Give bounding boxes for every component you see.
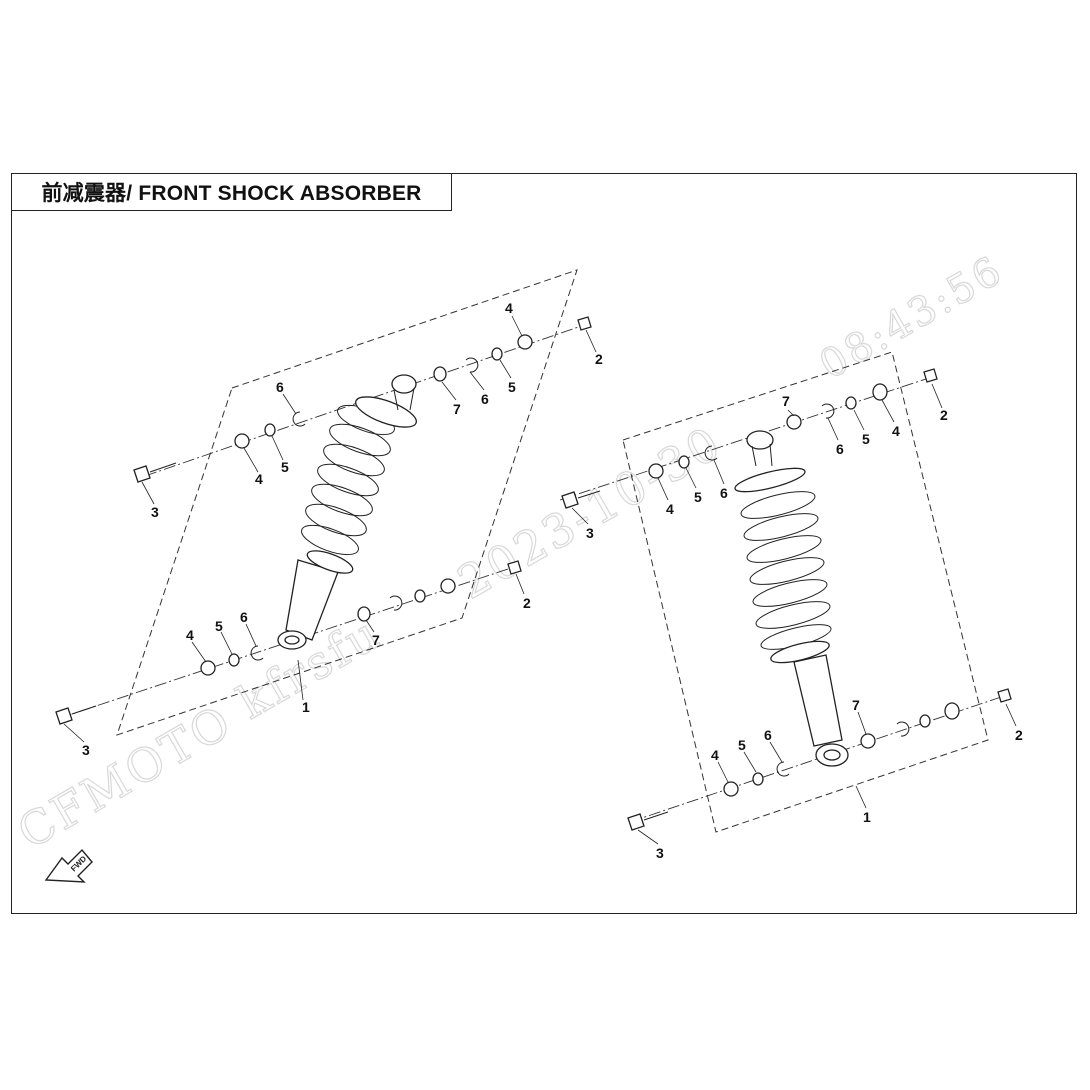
callout-right-5b: 5 (862, 431, 870, 447)
callout-left-2a: 2 (595, 351, 603, 367)
callout-left-6b: 6 (481, 391, 489, 407)
hardware-bottom-right (627, 688, 1012, 831)
callout-right-4a: 4 (666, 501, 674, 517)
drawing-frame (11, 173, 1077, 914)
shock-absorber-right (734, 430, 849, 767)
callout-left-3b: 3 (82, 742, 90, 758)
callout-right-1: 1 (863, 809, 871, 825)
watermark-brand: CFMOTO (9, 694, 242, 860)
callouts-right: 1 2 2 3 3 4 4 4 5 5 5 6 6 6 7 7 (571, 383, 1023, 861)
callout-right-4b: 4 (892, 423, 900, 439)
assembly-boundary-right (622, 351, 989, 833)
callout-right-6a: 6 (720, 485, 728, 501)
callouts-left: 1 2 2 3 3 4 4 4 5 5 5 6 6 6 7 7 (63, 300, 603, 758)
callout-right-6c: 6 (764, 727, 772, 743)
callout-right-2a: 2 (940, 407, 948, 423)
shock-absorber-left (277, 374, 417, 650)
callout-left-4c: 4 (186, 627, 194, 643)
callout-left-7b: 7 (372, 632, 380, 648)
callout-right-5a: 5 (694, 489, 702, 505)
watermark-time: 08:43:56 (812, 247, 1011, 389)
callout-left-1: 1 (302, 699, 310, 715)
callout-right-5c: 5 (738, 737, 746, 753)
callout-left-5b: 5 (508, 379, 516, 395)
callout-right-2b: 2 (1015, 727, 1023, 743)
bolt-head-icon (133, 465, 151, 483)
callout-right-7a: 7 (782, 393, 790, 409)
callout-left-4b: 4 (505, 300, 513, 316)
callout-left-5a: 5 (281, 459, 289, 475)
forward-direction-icon: FWD (44, 848, 93, 883)
callout-right-6b: 6 (836, 441, 844, 457)
page-title: 前减震器/ FRONT SHOCK ABSORBER (41, 182, 422, 205)
callout-left-6a: 6 (276, 379, 284, 395)
hardware-bottom-left (55, 560, 522, 725)
axis-top-right (559, 375, 936, 501)
callout-left-5c: 5 (215, 618, 223, 634)
callout-right-7b: 7 (852, 697, 860, 713)
assembly-boundary-left (116, 269, 578, 736)
callout-right-4c: 4 (711, 747, 719, 763)
callout-left-4a: 4 (255, 471, 263, 487)
callout-left-7a: 7 (453, 401, 461, 417)
hardware-top-left (133, 316, 592, 483)
hardware-top-right (561, 368, 938, 509)
callout-left-3a: 3 (151, 504, 159, 520)
callout-right-3a: 3 (586, 525, 594, 541)
title-box: 前减震器/ FRONT SHOCK ABSORBER (11, 173, 452, 211)
callout-right-3b: 3 (656, 845, 664, 861)
callout-left-2b: 2 (523, 595, 531, 611)
callout-left-6c: 6 (240, 609, 248, 625)
watermark-date: 2023-10-30 (449, 415, 732, 609)
